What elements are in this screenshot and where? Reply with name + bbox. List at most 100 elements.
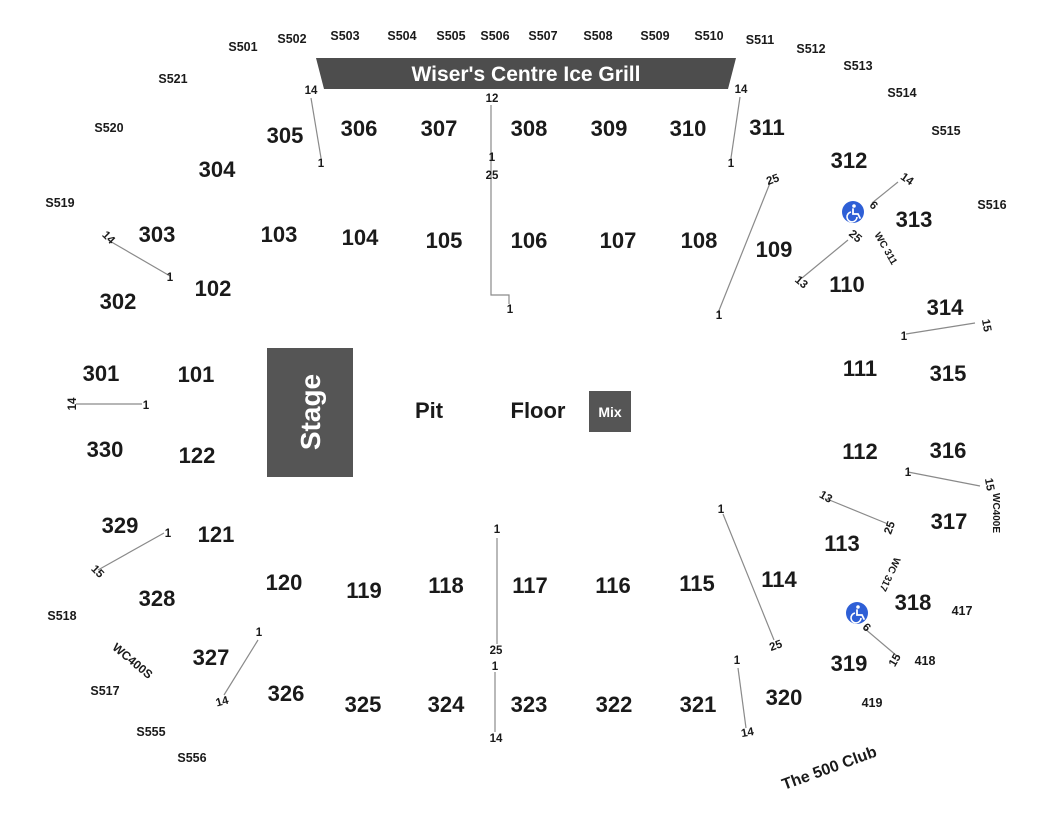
section-label[interactable]: 327 xyxy=(193,645,230,670)
section-label[interactable]: 325 xyxy=(345,692,382,717)
section-label[interactable]: 101 xyxy=(178,362,215,387)
section-label[interactable]: 105 xyxy=(426,228,463,253)
floor-label[interactable]: Floor xyxy=(511,398,566,423)
section-label[interactable]: 122 xyxy=(179,443,216,468)
suite-label[interactable]: S518 xyxy=(47,609,76,623)
section-label[interactable]: 114 xyxy=(761,567,797,592)
suite-label[interactable]: S508 xyxy=(583,29,612,43)
section-label[interactable]: 303 xyxy=(139,222,176,247)
section-label[interactable]: 305 xyxy=(267,123,304,148)
section-label[interactable]: 320 xyxy=(766,685,803,710)
section-label[interactable]: 318 xyxy=(895,590,932,615)
section-label[interactable]: 120 xyxy=(266,570,303,595)
section-label[interactable]: 308 xyxy=(511,116,548,141)
section-label[interactable]: 112 xyxy=(842,439,878,464)
section-label[interactable]: 307 xyxy=(421,116,458,141)
suite-label[interactable]: S516 xyxy=(977,198,1006,212)
aisle-line xyxy=(310,97,322,159)
aisle-line xyxy=(871,181,899,204)
aisle-line xyxy=(826,498,889,525)
section-label[interactable]: 323 xyxy=(511,692,548,717)
row-label: 1 xyxy=(165,528,172,540)
row-label: 25 xyxy=(846,228,864,246)
section-label[interactable]: 328 xyxy=(139,586,176,611)
suite-label[interactable]: S507 xyxy=(528,29,557,43)
section-label[interactable]: 301 xyxy=(83,361,120,386)
row-label: 25 xyxy=(486,170,499,182)
section-label[interactable]: 310 xyxy=(670,116,707,141)
section-label[interactable]: 116 xyxy=(595,573,631,598)
section-label[interactable]: 115 xyxy=(679,571,715,596)
row-label: 1 xyxy=(728,158,735,170)
row-label: 1 xyxy=(507,304,514,316)
row-label: 14 xyxy=(898,171,916,189)
suite-label[interactable]: S519 xyxy=(45,196,74,210)
section-label[interactable]: 309 xyxy=(591,116,628,141)
the-500-club-label[interactable]: The 500 Club xyxy=(780,744,880,794)
section-label[interactable]: 102 xyxy=(195,276,232,301)
section-label[interactable]: 104 xyxy=(342,225,379,250)
section-label[interactable]: 107 xyxy=(600,228,637,253)
section-label[interactable]: 111 xyxy=(843,356,877,381)
section-label[interactable]: 113 xyxy=(824,531,860,556)
section-label[interactable]: 419 xyxy=(862,696,883,710)
section-label[interactable]: 118 xyxy=(428,573,464,598)
sections-400-level: 417 418 419 xyxy=(862,604,973,710)
wheelchair-icon xyxy=(842,201,864,223)
section-label[interactable]: 117 xyxy=(512,573,548,598)
suite-label[interactable]: S515 xyxy=(931,124,960,138)
suite-label[interactable]: S512 xyxy=(796,42,825,56)
suite-label[interactable]: S511 xyxy=(746,33,775,47)
section-label[interactable]: 324 xyxy=(428,692,465,717)
suite-label[interactable]: S510 xyxy=(694,29,723,43)
section-label[interactable]: 316 xyxy=(930,438,967,463)
suite-label[interactable]: S555 xyxy=(136,725,165,739)
section-label[interactable]: 312 xyxy=(831,148,868,173)
suite-label[interactable]: S501 xyxy=(228,40,257,54)
suite-label[interactable]: S506 xyxy=(480,29,509,43)
mix-shape xyxy=(589,391,631,432)
section-label[interactable]: 319 xyxy=(831,651,868,676)
suite-label[interactable]: S503 xyxy=(330,29,359,43)
row-label: 14 xyxy=(67,397,79,410)
suite-label[interactable]: S509 xyxy=(640,29,669,43)
section-label[interactable]: 311 xyxy=(749,115,785,140)
suite-label[interactable]: S517 xyxy=(90,684,119,698)
section-label[interactable]: 304 xyxy=(199,157,236,182)
section-label[interactable]: 321 xyxy=(680,692,717,717)
section-label[interactable]: 313 xyxy=(896,207,933,232)
sections-100-level: 101 102 103 104 105 106 107 108 109 110 … xyxy=(178,222,878,603)
suite-label[interactable]: S521 xyxy=(158,72,187,86)
suite-label[interactable]: S505 xyxy=(436,29,465,43)
section-label[interactable]: 314 xyxy=(927,295,964,320)
section-label[interactable]: 119 xyxy=(346,578,382,603)
suite-label[interactable]: S502 xyxy=(277,32,306,46)
section-label[interactable]: 306 xyxy=(341,116,378,141)
section-label[interactable]: 110 xyxy=(829,272,865,297)
section-label[interactable]: 322 xyxy=(596,692,633,717)
pit-label[interactable]: Pit xyxy=(415,398,444,423)
section-label[interactable]: 330 xyxy=(87,437,124,462)
wisers-centre-ice-grill-banner[interactable]: Wiser's Centre Ice Grill xyxy=(316,58,736,89)
section-label[interactable]: 326 xyxy=(268,681,305,706)
section-label[interactable]: 315 xyxy=(930,361,967,386)
section-label[interactable]: 106 xyxy=(511,228,548,253)
section-label[interactable]: 103 xyxy=(261,222,298,247)
section-label[interactable]: 108 xyxy=(681,228,718,253)
wc-label: WC 317 xyxy=(876,555,901,593)
section-label[interactable]: 121 xyxy=(198,522,235,547)
section-label[interactable]: 317 xyxy=(931,509,968,534)
suite-label[interactable]: S504 xyxy=(387,29,416,43)
stage[interactable]: Stage xyxy=(267,348,353,477)
section-label[interactable]: 302 xyxy=(100,289,137,314)
section-label[interactable]: 418 xyxy=(915,654,936,668)
section-label[interactable]: 417 xyxy=(952,604,973,618)
suite-label[interactable]: S520 xyxy=(94,121,123,135)
row-label: 14 xyxy=(735,84,748,96)
suite-label[interactable]: S556 xyxy=(177,751,206,765)
suite-label[interactable]: S514 xyxy=(887,86,916,100)
aisle-lines xyxy=(76,96,981,732)
section-label[interactable]: 109 xyxy=(756,237,793,262)
suite-label[interactable]: S513 xyxy=(843,59,872,73)
section-label[interactable]: 329 xyxy=(102,513,139,538)
